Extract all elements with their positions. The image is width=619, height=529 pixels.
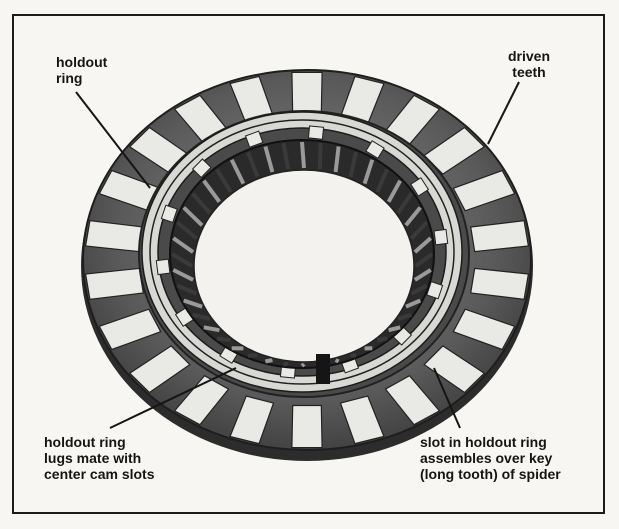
inner-spline bbox=[300, 362, 306, 368]
label-driven-teeth-line-1: driven bbox=[508, 48, 551, 64]
inner-spline bbox=[176, 283, 198, 296]
inner-spline bbox=[397, 312, 413, 321]
driven-teeth-group bbox=[84, 71, 530, 449]
inner-spline bbox=[334, 358, 340, 364]
inner-spline bbox=[176, 220, 198, 240]
holdout-ring-lugs-group bbox=[155, 125, 449, 379]
inner-spline bbox=[246, 151, 260, 178]
label-lugs-line-1: holdout ring bbox=[44, 434, 126, 450]
label-driven-teeth-line-2: teeth bbox=[512, 64, 546, 80]
inner-spline bbox=[386, 179, 402, 203]
inner-spline bbox=[317, 143, 323, 170]
label-slot-in-holdout-ring: slot in holdout ring assembles over key … bbox=[420, 434, 561, 482]
inner-spline bbox=[192, 312, 211, 321]
inner-spline bbox=[282, 361, 289, 367]
holdout-ring-lug bbox=[410, 177, 430, 197]
driven-tooth bbox=[384, 374, 441, 426]
inner-spline bbox=[413, 236, 433, 254]
driven-tooth bbox=[291, 71, 323, 116]
holdout-ring-lug bbox=[426, 281, 444, 300]
inner-spline bbox=[414, 252, 434, 268]
inner-spline bbox=[362, 159, 375, 185]
inner-spline bbox=[216, 336, 231, 343]
inner-spline bbox=[388, 325, 401, 333]
label-holdout-ring-line-1: holdout bbox=[56, 54, 108, 70]
holdout-ring-lug bbox=[365, 140, 385, 160]
driven-tooth bbox=[291, 404, 323, 449]
label-holdout-ring-lugs: holdout ring lugs mate with center cam s… bbox=[44, 434, 155, 482]
driven-tooth bbox=[229, 395, 275, 445]
inner-spline bbox=[191, 192, 212, 215]
holdout-ring-lug bbox=[244, 130, 264, 148]
driven-tooth bbox=[470, 220, 530, 253]
leader-line-holdout-ring bbox=[75, 91, 151, 189]
center-opening bbox=[193, 169, 415, 363]
holdout-ring-edge-mid bbox=[149, 119, 455, 385]
inner-spline bbox=[404, 206, 422, 227]
label-lugs-line-2: lugs mate with bbox=[44, 450, 142, 466]
leader-line-slot bbox=[433, 367, 461, 429]
holdout-ring-slot bbox=[316, 354, 330, 384]
label-driven-teeth: driven teeth bbox=[508, 48, 550, 80]
holdout-ring-lug bbox=[191, 158, 212, 179]
inner-spline bbox=[410, 283, 428, 296]
ring-illustration bbox=[75, 69, 533, 461]
inner-spline bbox=[413, 268, 432, 282]
label-slot-line-3: (long tooth) of spider bbox=[420, 466, 561, 482]
inner-spline bbox=[348, 151, 358, 178]
holdout-ring-lug bbox=[160, 204, 178, 223]
inner-spline bbox=[183, 298, 203, 309]
holdout-ring-lug bbox=[155, 258, 171, 276]
inner-spline bbox=[410, 221, 429, 240]
inner-spline bbox=[202, 179, 222, 203]
inner-spline bbox=[247, 353, 258, 358]
leader-line-lugs bbox=[109, 367, 237, 429]
driven-tooth bbox=[423, 345, 486, 394]
inner-spline bbox=[229, 158, 246, 185]
diagram-frame: holdout ring driven teeth holdout ring l… bbox=[12, 14, 605, 514]
leader-line-driven-teeth bbox=[487, 81, 520, 145]
holdout-ring-lug bbox=[433, 228, 449, 246]
holdout-ring-lug bbox=[307, 125, 325, 140]
inner-spline bbox=[263, 145, 275, 173]
inner-spline bbox=[215, 168, 233, 193]
inner-spline bbox=[203, 325, 220, 333]
driven-tooth bbox=[98, 308, 162, 351]
inner-spline bbox=[350, 353, 357, 358]
driven-tooth bbox=[128, 345, 191, 394]
label-slot-line-2: assembles over key bbox=[420, 450, 553, 466]
label-slot-line-1: slot in holdout ring bbox=[420, 434, 547, 450]
inner-spline bbox=[300, 141, 306, 169]
inner-spline bbox=[405, 298, 422, 309]
inner-spline bbox=[376, 336, 388, 343]
inner-spline bbox=[172, 268, 195, 282]
inner-spline bbox=[182, 206, 204, 227]
label-holdout-ring: holdout ring bbox=[56, 54, 107, 86]
inner-spline bbox=[170, 252, 194, 268]
inner-spline bbox=[264, 358, 273, 364]
label-lugs-line-3: center cam slots bbox=[44, 466, 155, 482]
inner-splines-group bbox=[170, 141, 434, 368]
driven-tooth bbox=[452, 169, 516, 212]
driven-tooth bbox=[339, 395, 385, 445]
holdout-ring-edge-outer bbox=[141, 111, 463, 393]
inner-spline bbox=[281, 142, 291, 170]
inner-spline bbox=[333, 146, 341, 173]
label-holdout-ring-line-2: ring bbox=[56, 70, 83, 86]
inner-spline bbox=[375, 168, 389, 193]
inner-spline bbox=[172, 236, 195, 254]
inner-spline bbox=[396, 192, 414, 215]
driven-tooth bbox=[470, 267, 530, 300]
driven-tooth bbox=[452, 308, 516, 351]
holdout-ring-edge-inner bbox=[157, 127, 447, 377]
